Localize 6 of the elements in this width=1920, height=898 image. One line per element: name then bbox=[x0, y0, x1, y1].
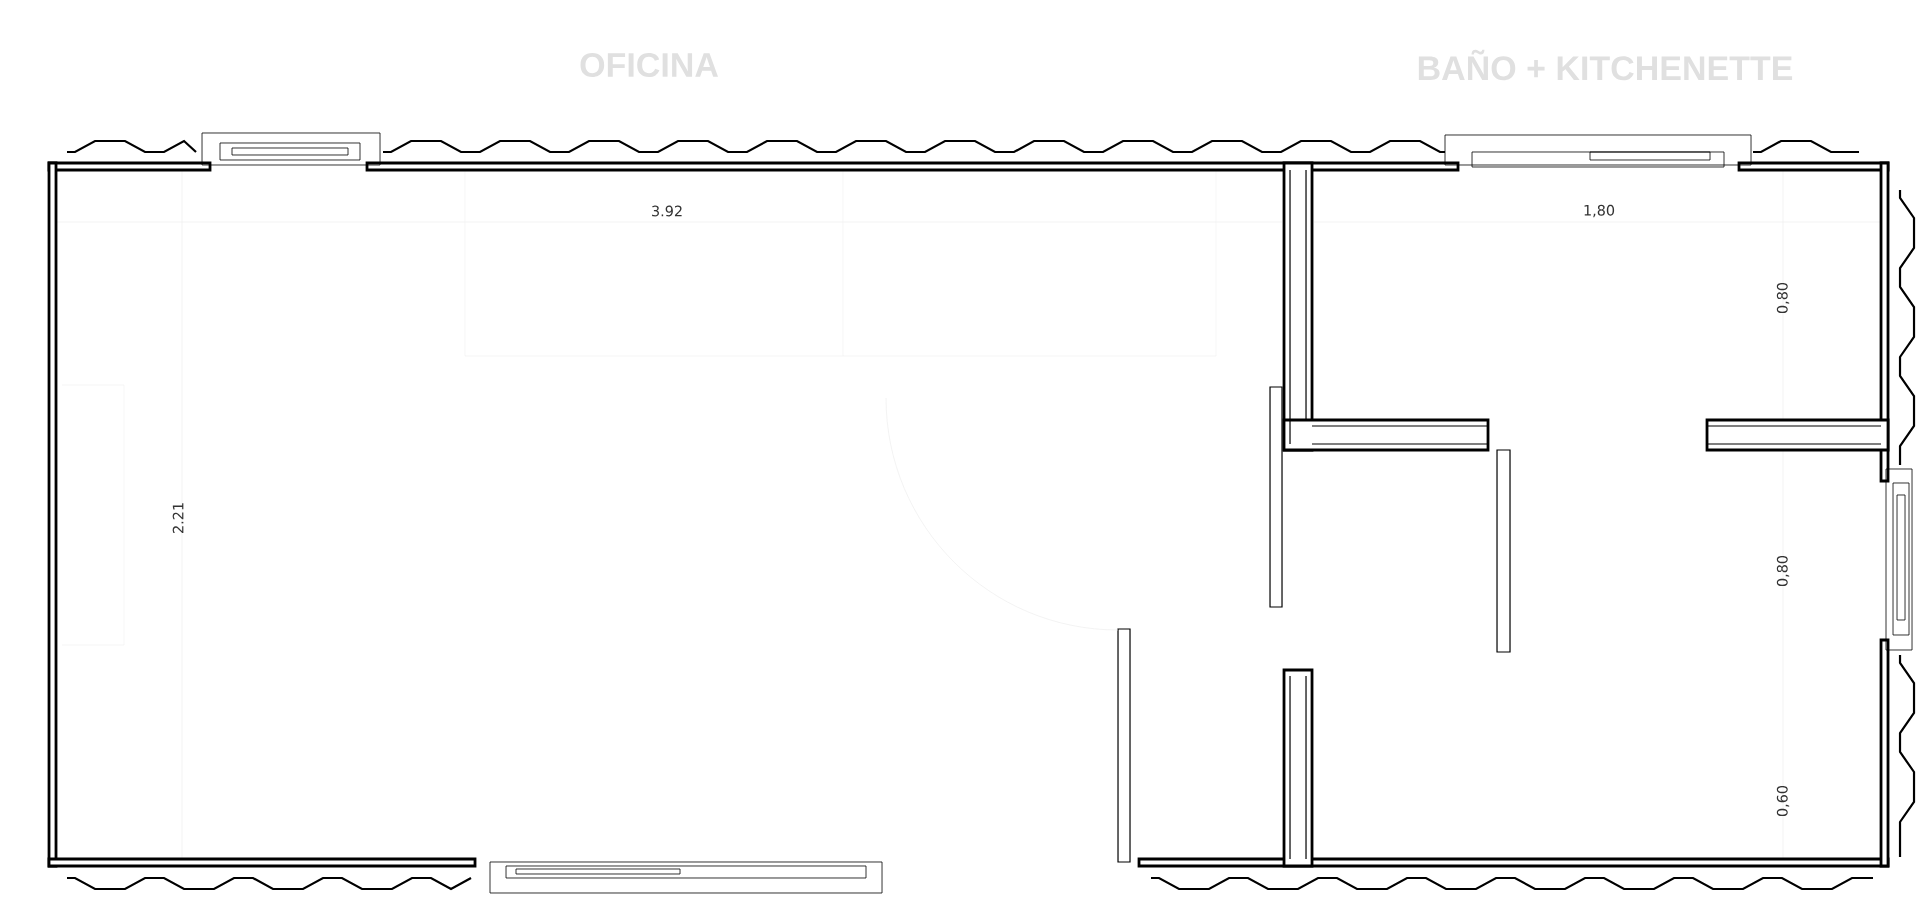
dimension-label: 2.21 bbox=[172, 503, 184, 533]
dimension-label: 0,60 bbox=[1776, 785, 1790, 817]
dimension-label: 1,80 bbox=[1584, 204, 1615, 218]
dimension-label: 0,80 bbox=[1776, 555, 1790, 587]
dimension-label: 3.92 bbox=[652, 205, 682, 217]
dimension-label: 0,80 bbox=[1776, 282, 1790, 314]
